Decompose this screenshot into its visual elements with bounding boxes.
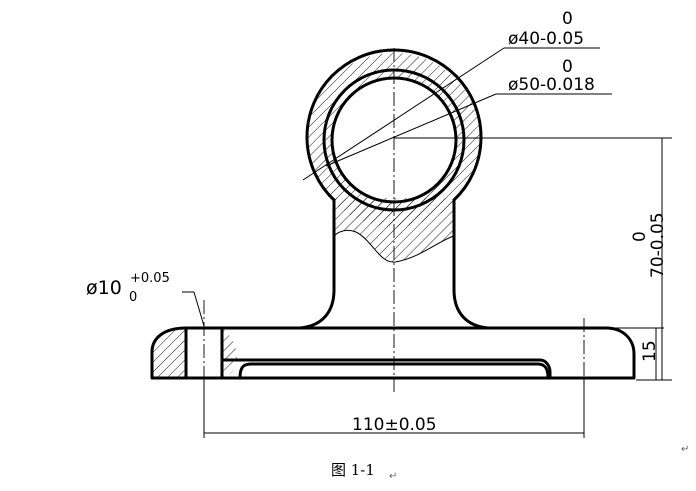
spacing-dimension [203,380,585,438]
center-lines [203,48,585,392]
hole-leader [182,291,205,327]
part-outline [150,48,636,380]
bore-outer-label: ø50-0.018 [508,75,595,95]
hole-dia-prefix: ø10 [86,277,122,299]
bore-inner-upper-tol: 0 [562,9,573,29]
base-thickness-label: 15 [640,340,660,362]
figure-caption: 图 1-1 [331,461,375,479]
hole-spacing-label: 110±0.05 [352,415,437,435]
bore-inner-label: ø40-0.05 [508,29,584,49]
corner-return-mark: ↵ [681,444,689,455]
height-dimension [394,137,672,381]
bore-outer-upper-tol: 0 [562,57,573,77]
diameter-leaders [302,47,612,181]
height-upper-tol: 0 [630,231,650,242]
height-label: 70-0.05 [648,212,668,278]
hole-dia-upper: +0.05 [130,271,170,286]
caption-return-mark: ↵ [389,471,397,482]
hole-dia-lower: 0 [129,290,137,305]
